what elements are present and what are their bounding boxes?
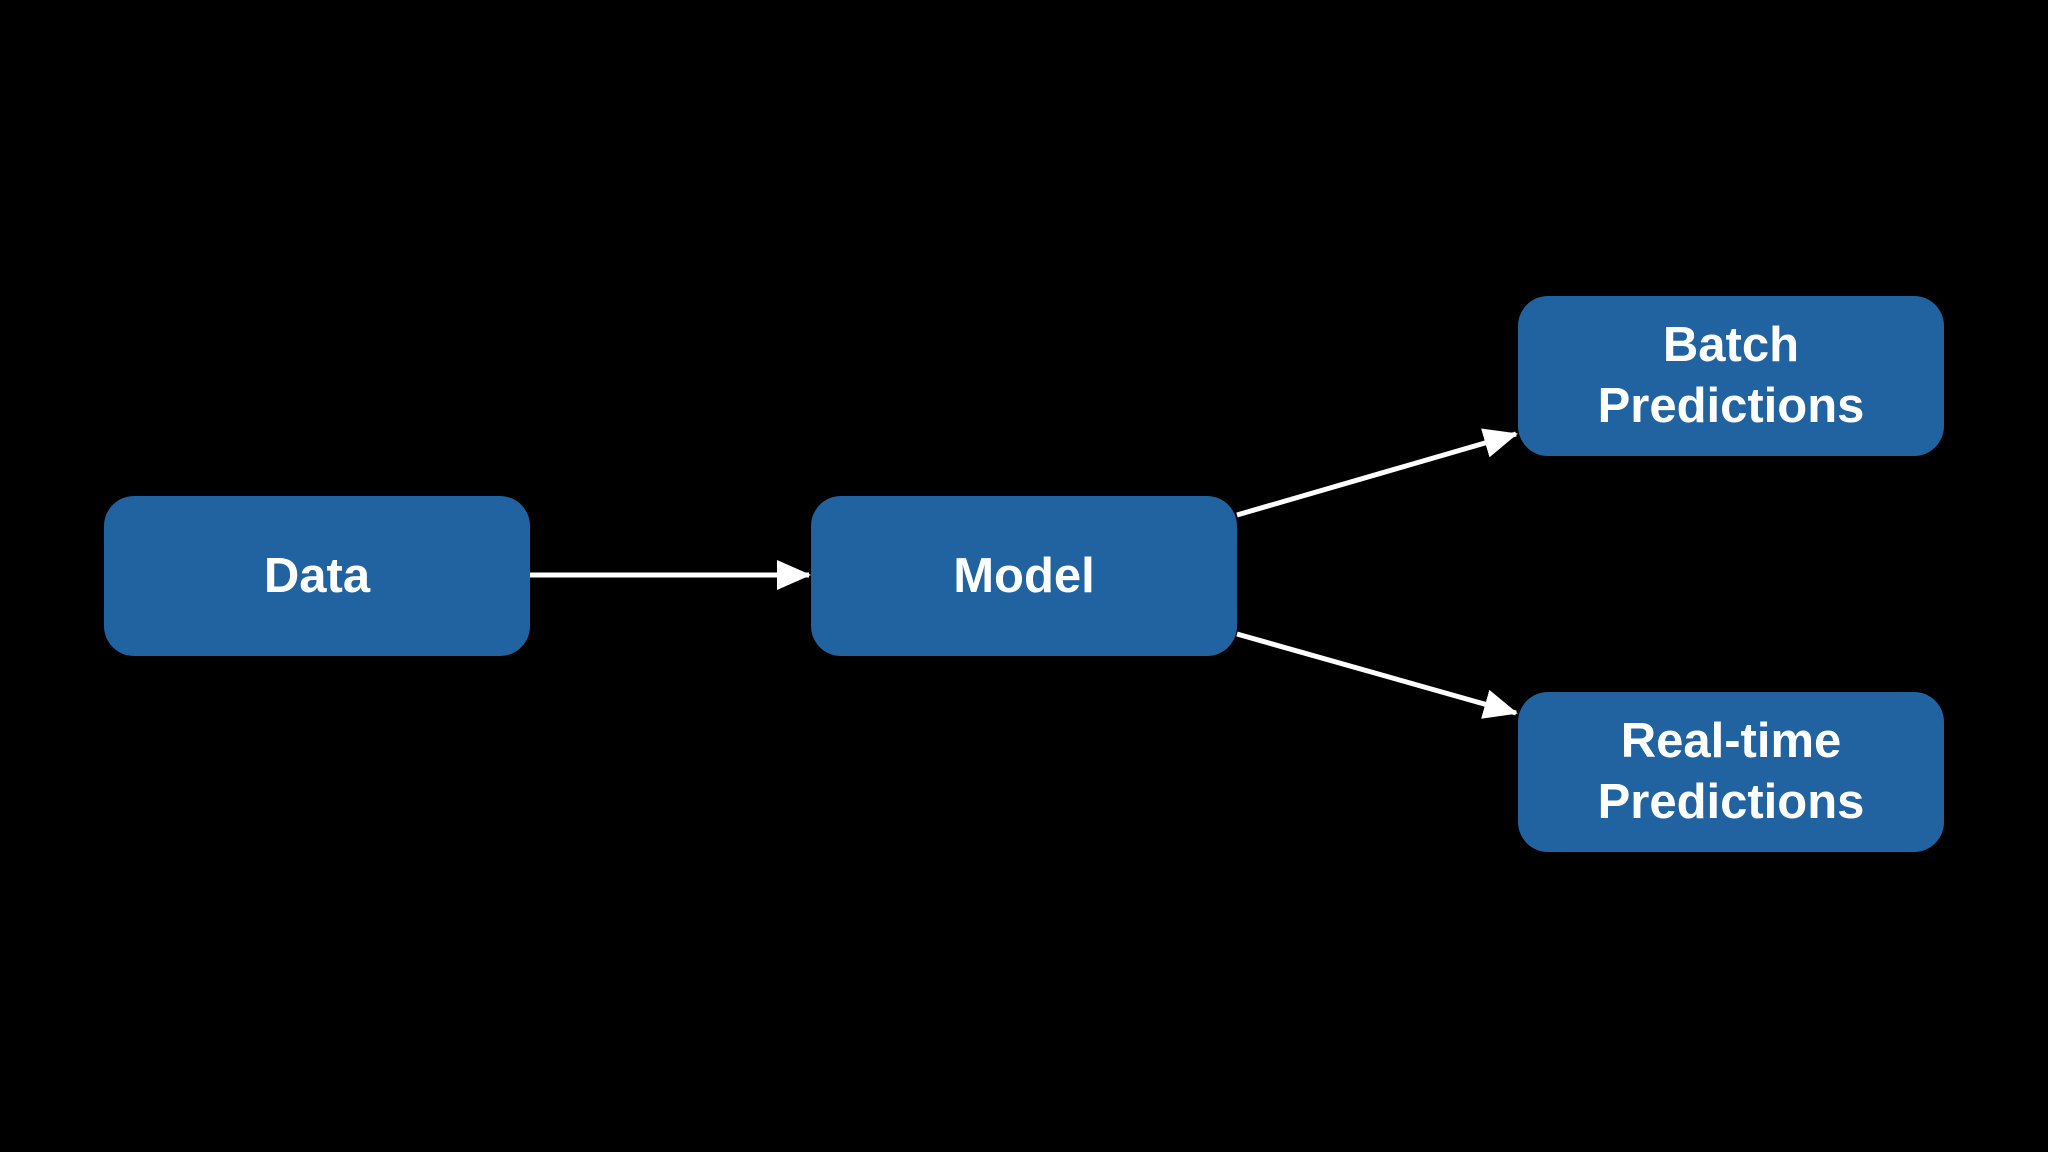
batch-predictions-node: Batch Predictions <box>1518 296 1944 456</box>
arrow-model-to-batch <box>1236 428 1518 518</box>
model-node-label: Model <box>953 548 1095 603</box>
data-node-label: Data <box>263 548 371 603</box>
arrow-model-to-realtime <box>1236 631 1518 719</box>
realtime-predictions-node-label: Real-time Predictions <box>1597 714 1865 829</box>
batch-predictions-node-label: Batch Predictions <box>1597 318 1865 433</box>
data-node: Data <box>104 496 530 656</box>
model-node: Model <box>811 496 1237 656</box>
realtime-predictions-node: Real-time Predictions <box>1518 692 1944 852</box>
